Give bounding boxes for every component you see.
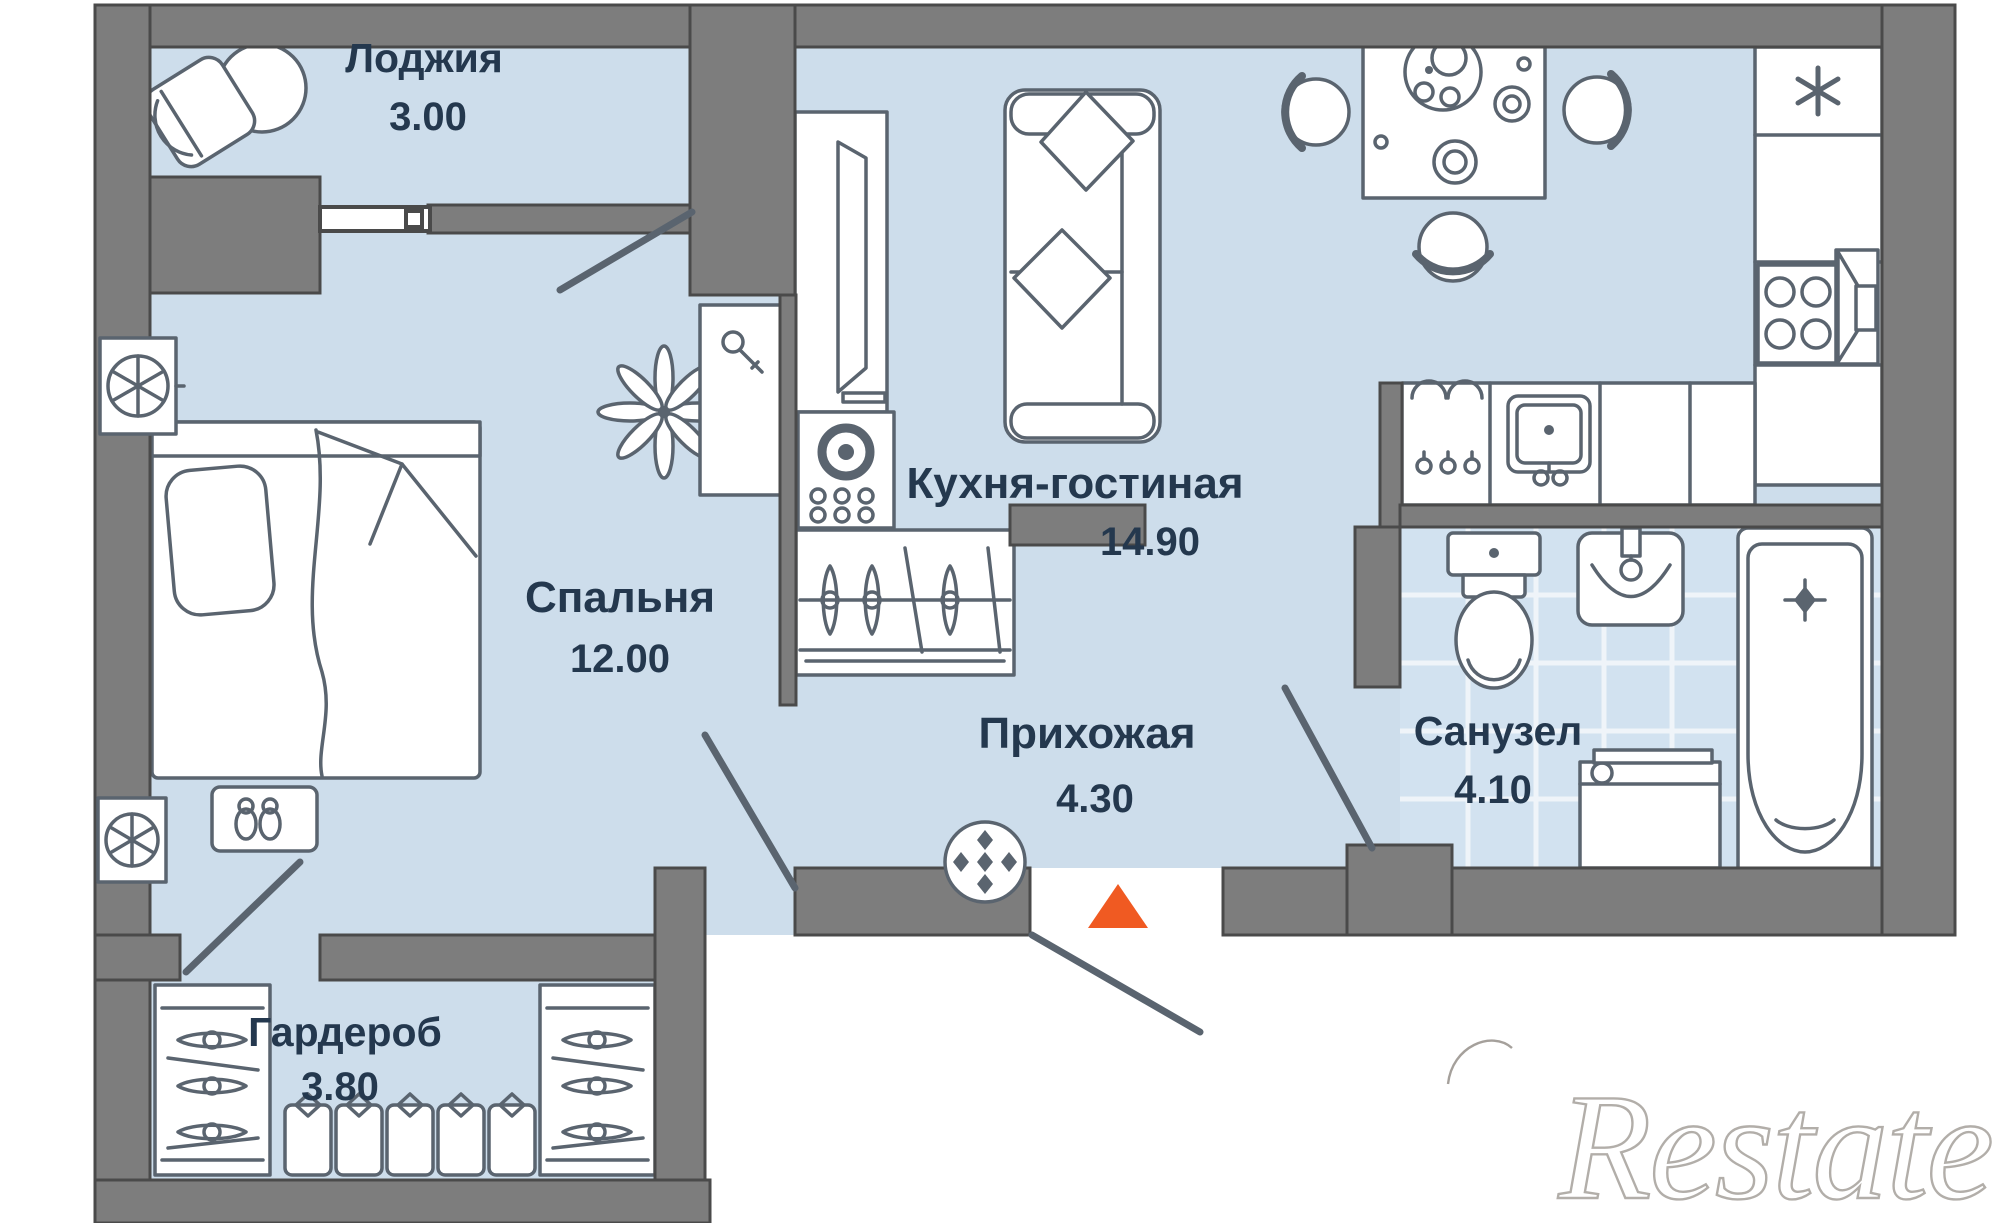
watermark: Restate bbox=[1446, 1039, 1995, 1223]
sofa-icon bbox=[1003, 88, 1162, 444]
shirt-icon bbox=[334, 1092, 384, 1177]
kitchen-column bbox=[1753, 45, 1884, 487]
room-label-hallway: Прихожая bbox=[978, 709, 1195, 758]
walls bbox=[93, 3, 1957, 1223]
room-area-wardrobe: 3.80 bbox=[301, 1065, 379, 1109]
plant-icon bbox=[596, 344, 732, 480]
room-area-bathroom: 4.10 bbox=[1454, 768, 1532, 812]
wardrobe-furniture bbox=[153, 983, 657, 1177]
room-label-bedroom: Спальня bbox=[525, 573, 715, 622]
dishwasher-icon bbox=[1410, 379, 1484, 475]
drain-icon bbox=[1783, 578, 1827, 622]
entrance-marker-icon bbox=[1088, 884, 1148, 928]
stove-burners-icon bbox=[1756, 263, 1840, 365]
room-label-bathroom: Санузел bbox=[1414, 708, 1583, 754]
shirts-row bbox=[283, 1092, 537, 1177]
kitchen-counter-row bbox=[1400, 379, 1757, 507]
washbasin-icon bbox=[1576, 526, 1685, 627]
wall-bathroom-left bbox=[1353, 525, 1402, 689]
wall-hallway-kitchen-stub bbox=[1008, 503, 1147, 547]
closet-icon bbox=[794, 528, 1016, 677]
chair-icon bbox=[1417, 211, 1489, 283]
fridge-snowflake-icon bbox=[1795, 65, 1841, 117]
wall-bathroom-step bbox=[1345, 843, 1454, 937]
ceiling-light-icon bbox=[943, 820, 1027, 904]
tv-cabinet-icon bbox=[793, 110, 889, 414]
room-label-loggia: Лоджия bbox=[345, 35, 503, 81]
door-swing-bedroom bbox=[701, 731, 799, 892]
door-swing-loggia bbox=[556, 208, 696, 294]
shirt-icon bbox=[385, 1092, 435, 1177]
washing-machine-icon bbox=[1578, 748, 1722, 870]
bed-icon bbox=[150, 420, 482, 780]
room-label-kitchen-living: Кухня-гостиная bbox=[906, 459, 1243, 508]
shirt-icon bbox=[436, 1092, 486, 1177]
armchair-icon bbox=[143, 55, 257, 169]
bathtub-icon bbox=[1736, 526, 1874, 880]
hallway-furniture bbox=[794, 528, 1016, 677]
kitchen-sink-icon bbox=[1506, 394, 1592, 487]
window bbox=[318, 205, 432, 233]
door-swing-entrance bbox=[1028, 931, 1204, 1036]
wall-top bbox=[93, 3, 1957, 49]
vent-icon bbox=[96, 796, 168, 884]
room-area-kitchen-living: 14.90 bbox=[1100, 520, 1200, 564]
toilet-icon bbox=[1446, 531, 1542, 690]
wall-right bbox=[1880, 3, 1957, 937]
hanger-rack-icon bbox=[153, 983, 272, 1177]
wall-wardrobe-right bbox=[653, 866, 707, 1220]
key-shelf-icon bbox=[698, 303, 786, 497]
vent-icon bbox=[98, 336, 186, 436]
shirt-icon bbox=[283, 1092, 333, 1177]
watermark-flourish bbox=[1446, 1039, 1513, 1085]
room-area-hallway: 4.30 bbox=[1056, 777, 1134, 821]
room-area-loggia: 3.00 bbox=[389, 95, 467, 139]
room-label-wardrobe: Гардероб bbox=[248, 1009, 442, 1055]
wall-kitchen-bathroom bbox=[1398, 503, 1884, 529]
door-swing-bathroom bbox=[1281, 684, 1376, 852]
hood-icon bbox=[1834, 248, 1880, 366]
media-unit-icon bbox=[796, 410, 896, 530]
wall-window-strip bbox=[426, 203, 692, 235]
room-area-bedroom: 12.00 bbox=[570, 637, 670, 681]
dining-chairs bbox=[1281, 70, 1632, 283]
wall-bottom-c bbox=[1450, 866, 1884, 937]
slipper-rug-icon bbox=[210, 785, 319, 853]
openings bbox=[182, 205, 1376, 1036]
wall-loggia-kitchen bbox=[688, 3, 797, 297]
wall-loggia-bedroom bbox=[148, 175, 322, 295]
hanger-rack-icon bbox=[538, 983, 657, 1177]
room-labels: Лоджия 3.00 Спальня 12.00 Кухня-гостиная… bbox=[248, 35, 1582, 1109]
wall-bedroom-wardrobe-a bbox=[93, 933, 182, 982]
wall-bottom-b bbox=[1221, 866, 1349, 937]
bedroom-furniture bbox=[150, 303, 786, 853]
door-swing-wardrobe bbox=[182, 858, 304, 976]
wall-left bbox=[93, 3, 152, 1223]
watermark-text: Restate bbox=[1558, 1063, 1992, 1223]
wall-bedroom-wardrobe-b bbox=[318, 933, 657, 982]
wall-bottom-left bbox=[93, 1178, 712, 1223]
shirt-icon bbox=[487, 1092, 537, 1177]
wall-bedroom-hallway bbox=[778, 293, 798, 707]
